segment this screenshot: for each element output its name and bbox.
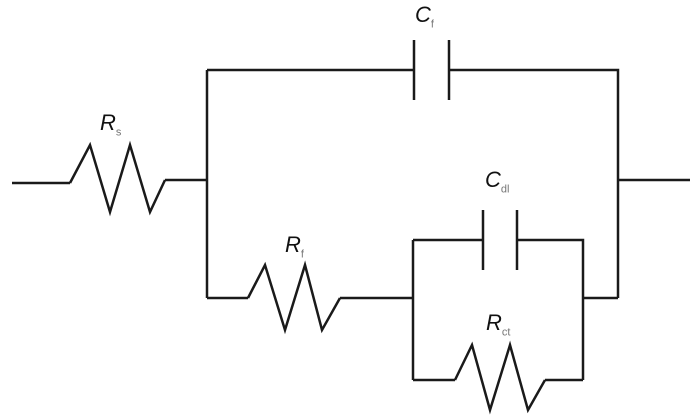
resistor-rf: [246, 260, 342, 335]
label-rs: Rs: [100, 110, 122, 139]
capacitor-cf: [412, 40, 451, 100]
capacitor-cdl: [481, 210, 519, 270]
resistor-rs: [68, 140, 167, 217]
label-cdl: Cdl: [485, 167, 510, 196]
label-rct: Rct: [486, 310, 511, 339]
label-rf: Rf: [285, 232, 304, 261]
label-cf: Cf: [415, 2, 434, 31]
wires: [12, 68, 690, 382]
resistor-rct: [453, 340, 547, 415]
